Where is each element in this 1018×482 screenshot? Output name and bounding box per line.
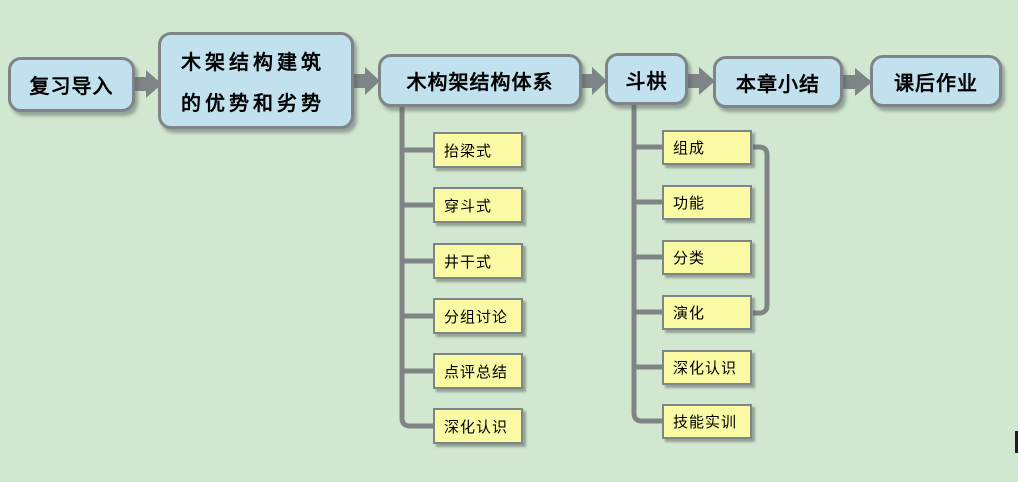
branch-a-item-chuandou: 穿斗式 [433,187,523,223]
branch-b-item-composition: 组成 [662,130,752,165]
node-advantages-disadvantages: 木架结构建筑 的优势和劣势 [158,32,354,129]
branch-b-connectors [631,105,662,424]
branch-a-item-comment-summary: 点评总结 [433,353,523,389]
branch-a-item-deepen-understanding: 深化认识 [433,408,523,444]
branch-b-item-function: 功能 [662,185,752,220]
flow-arrow-3 [580,67,607,95]
branch-a-item-jinggan: 井干式 [433,243,523,279]
branch-a-connectors [399,107,433,429]
branch-b-item-deepen-understanding: 深化认识 [662,350,752,385]
flow-arrow-4 [686,67,715,95]
screen-edge-artifact [1015,431,1018,453]
node-advantages-line2: 的优势和劣势 [181,92,325,115]
node-homework: 课后作业 [870,55,1002,107]
node-chapter-summary: 本章小结 [713,56,843,108]
node-review-intro: 复习导入 [8,57,135,112]
node-frame-structure-system: 木构架结构体系 [378,54,582,107]
bracket-connector [753,144,770,316]
flow-arrow-2 [352,67,380,95]
branch-b-item-evolution: 演化 [662,295,752,330]
node-dougong: 斗栱 [605,53,688,105]
branch-b-item-classification: 分类 [662,240,752,275]
branch-a-trunk [399,107,433,429]
flow-arrow-1 [133,70,162,98]
flow-arrows [133,67,872,98]
flow-arrow-5 [841,68,872,96]
branch-b-item-skill-training: 技能实训 [662,404,752,439]
node-advantages-line1: 木架结构建筑 [181,51,325,74]
branch-a-item-group-discussion: 分组讨论 [433,298,523,334]
branch-a-item-tailiang: 抬梁式 [433,132,523,168]
branch-b-trunk [631,105,662,424]
